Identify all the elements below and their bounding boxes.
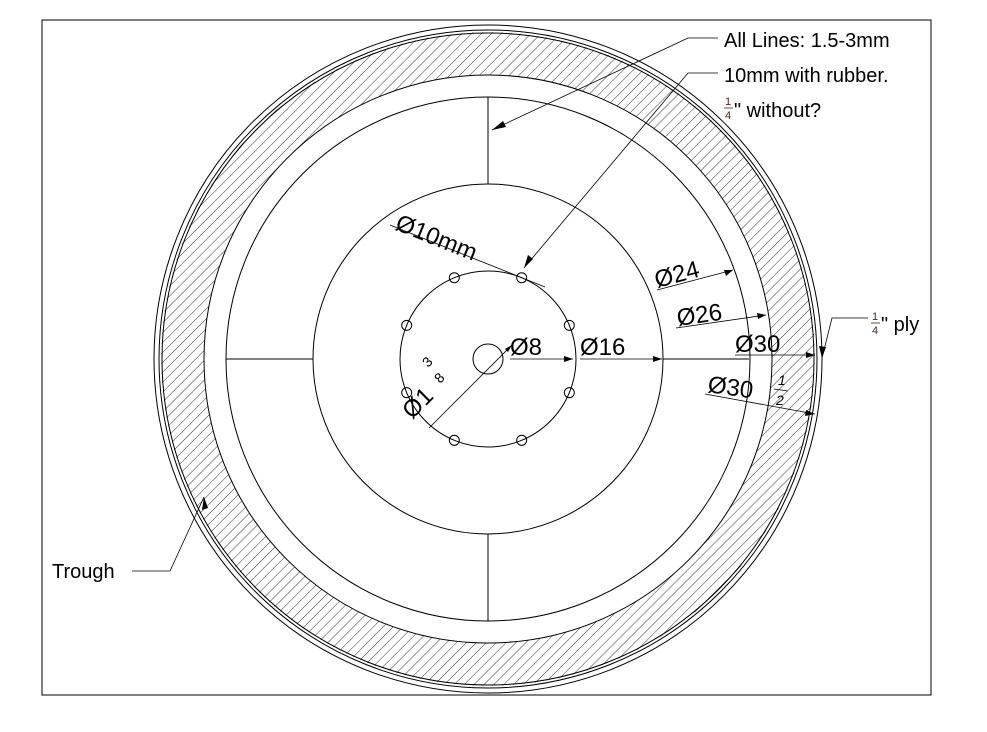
dim-d16: Ø16 <box>580 334 625 361</box>
label-without: " without? <box>734 100 821 122</box>
bolt-hole <box>448 434 460 446</box>
dim-d30: Ø30 <box>735 331 780 358</box>
circle-d26 <box>203 74 773 644</box>
center-hole <box>472 343 504 375</box>
bolt-hole <box>401 319 413 331</box>
circle-d30 <box>161 32 815 686</box>
dim-hole-num: 3 <box>419 353 436 370</box>
label-ply-num: 1 <box>872 311 878 323</box>
dim-d26: Ø26 <box>675 299 724 332</box>
dim-d30-half-num: 1 <box>778 372 786 388</box>
dim-d8: Ø8 <box>510 334 542 361</box>
bolt-hole <box>563 387 575 399</box>
bolt-hole <box>516 434 528 446</box>
drawing-border <box>41 19 932 696</box>
dim-hole-den: 8 <box>431 369 448 386</box>
arrowheads <box>202 121 826 510</box>
dimension-lines <box>132 37 868 572</box>
label-without-den: 4 <box>725 110 731 122</box>
dim-d30-half: Ø30 <box>706 371 755 404</box>
label-all-lines: All Lines: 1.5-3mm <box>724 30 890 52</box>
label-rubber: 10mm with rubber. <box>724 65 889 87</box>
bolt-circle-d8 <box>399 270 577 448</box>
circle-d30-half <box>153 24 823 694</box>
label-ply: " ply <box>881 314 919 336</box>
circle-outer-inner <box>158 29 818 689</box>
bolt-hole <box>516 272 528 284</box>
bolt-holes <box>401 272 575 446</box>
dim-d10mm: Ø10mm <box>392 210 481 267</box>
dim-d30-half-den: 2 <box>775 392 784 408</box>
bolt-hole <box>401 387 413 399</box>
label-without-num: 1 <box>725 96 731 108</box>
label-trough: Trough <box>52 561 115 583</box>
bolt-hole <box>448 272 460 284</box>
dim-d24: Ø24 <box>652 256 703 294</box>
label-ply-den: 4 <box>872 325 878 337</box>
bolt-hole <box>563 319 575 331</box>
